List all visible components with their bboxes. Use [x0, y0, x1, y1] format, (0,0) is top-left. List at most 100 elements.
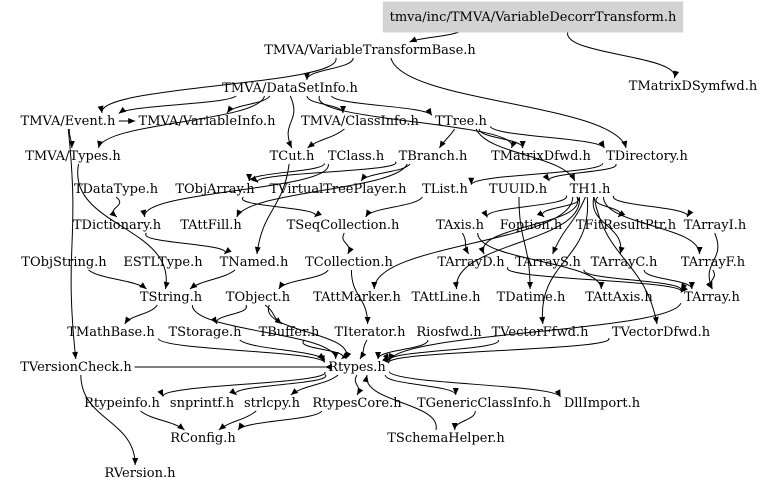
- node-rver[interactable]: RVersion.h: [105, 466, 177, 481]
- node-label: TMathBase.h: [67, 325, 155, 340]
- node-foption[interactable]: Foption.h: [500, 218, 563, 233]
- node-tuuid[interactable]: TUUID.h: [489, 182, 548, 197]
- node-tdtype[interactable]: TDataType.h: [74, 182, 159, 197]
- arrowhead-ev-to-types: [68, 141, 75, 148]
- node-tobject[interactable]: TObject.h: [226, 290, 291, 305]
- node-label: TDataType.h: [74, 182, 159, 197]
- node-label: TObject.h: [226, 290, 291, 305]
- node-tsh[interactable]: TSchemaHelper.h: [387, 431, 505, 446]
- node-tattaxis[interactable]: TAttAxis.h: [585, 290, 653, 305]
- node-ci[interactable]: TMVA/ClassInfo.h: [301, 114, 420, 129]
- node-rtcore[interactable]: RtypesCore.h: [312, 396, 402, 411]
- node-vi[interactable]: TMVA/VariableInfo.h: [139, 114, 277, 129]
- node-vtb[interactable]: TMVA/VariableTransformBase.h: [264, 43, 476, 58]
- node-label: TDatime.h: [497, 290, 566, 305]
- edge-tarrs-to-tarray: [583, 269, 682, 291]
- node-tattmark[interactable]: TAttMarker.h: [313, 290, 401, 305]
- node-tdir[interactable]: TDirectory.h: [606, 149, 688, 164]
- node-tcut[interactable]: TCut.h: [270, 149, 315, 164]
- node-riosfwd[interactable]: Riosfwd.h: [416, 325, 482, 340]
- node-tattline[interactable]: TAttLine.h: [412, 290, 482, 305]
- node-th1[interactable]: TH1.h: [570, 182, 611, 197]
- node-tarray[interactable]: TArray.h: [684, 290, 740, 305]
- node-label: Rtypeinfo.h: [84, 396, 160, 411]
- node-tvff[interactable]: TVectorFfwd.h: [492, 325, 590, 340]
- node-dsi[interactable]: TMVA/DataSetInfo.h: [222, 81, 358, 96]
- node-tarri[interactable]: TArrayI.h: [684, 218, 747, 233]
- edge-dsi-to-types: [98, 95, 265, 149]
- edge-th1-to-tarrs: [552, 196, 586, 255]
- node-mdsf[interactable]: TMatrixDSymfwd.h: [629, 79, 758, 94]
- arrowhead-tarrf-to-tarray: [705, 281, 713, 289]
- node-tcoll[interactable]: TCollection.h: [305, 255, 393, 270]
- node-tvtp[interactable]: TVirtualTreePlayer.h: [270, 182, 408, 197]
- node-tstring[interactable]: TString.h: [140, 290, 203, 305]
- node-label: TObjArray.h: [175, 182, 255, 197]
- edge-vtb-to-ev: [101, 57, 337, 114]
- node-tarrs[interactable]: TArrayS.h: [515, 255, 581, 270]
- node-rtinfo[interactable]: Rtypeinfo.h: [84, 396, 160, 411]
- node-tbuf[interactable]: TBuffer.h: [259, 325, 320, 340]
- node-rtypes[interactable]: Rtypes.h: [328, 360, 386, 375]
- node-snpr[interactable]: snprintf.h: [170, 396, 235, 411]
- node-tarrf[interactable]: TArrayF.h: [681, 255, 746, 270]
- arrowhead-vtb-to-dsi: [303, 73, 310, 80]
- arrowhead-tlist-to-tseqc: [365, 209, 372, 217]
- edge-rtypes-to-strlcpy: [290, 374, 339, 396]
- node-tobjstr[interactable]: TObjString.h: [21, 255, 107, 270]
- arrowhead-root-to-vtb: [409, 36, 418, 43]
- node-tmdf[interactable]: TMatrixDfwd.h: [491, 149, 591, 164]
- node-tgci[interactable]: TGenericClassInfo.h: [417, 396, 552, 411]
- node-tnamed[interactable]: TNamed.h: [220, 255, 289, 270]
- edge-tsh-to-rtypes: [366, 374, 437, 431]
- node-label: TMatrixDSymfwd.h: [629, 79, 758, 94]
- node-ev[interactable]: TMVA/Event.h: [21, 114, 117, 129]
- node-tarrd[interactable]: TArrayD.h: [437, 255, 505, 270]
- node-tattfill[interactable]: TAttFill.h: [180, 218, 242, 233]
- node-tdatime[interactable]: TDatime.h: [497, 290, 566, 305]
- node-ttree[interactable]: TTree.h: [435, 114, 487, 129]
- node-label: TCut.h: [270, 149, 315, 164]
- node-label: TCollection.h: [305, 255, 393, 270]
- arrowhead-th1-to-taxis: [481, 209, 488, 218]
- edge-rtypes-to-dllimp: [388, 371, 561, 398]
- arrowhead-rtypes-to-dllimp: [554, 389, 561, 397]
- arrowhead-th1-to-tvff: [539, 316, 546, 324]
- node-tbranch[interactable]: TBranch.h: [399, 149, 468, 164]
- arrowhead-tbranch-to-tobjarr: [250, 175, 258, 183]
- edge-th1-to-taxis: [486, 195, 567, 218]
- node-tfrp[interactable]: TFitResultPtr.h: [576, 218, 677, 233]
- edge-dsi-to-ttree: [331, 95, 433, 116]
- node-titer[interactable]: TIterator.h: [334, 325, 406, 340]
- edge-tdir-to-tlist: [470, 162, 604, 186]
- node-tlist[interactable]: TList.h: [422, 182, 468, 197]
- node-rconf[interactable]: RConfig.h: [170, 431, 236, 446]
- edge-tbranch-to-tobjarr: [257, 161, 396, 183]
- arrowhead-tarrd-to-tarray: [680, 285, 688, 293]
- node-tobjarr[interactable]: TObjArray.h: [175, 182, 255, 197]
- node-label: RVersion.h: [105, 466, 177, 481]
- edge-tarrc-to-tarray: [643, 269, 693, 290]
- node-tarrc[interactable]: TArrayC.h: [591, 255, 658, 270]
- edge-dsi-to-tcut: [287, 95, 295, 149]
- node-types[interactable]: TMVA/Types.h: [25, 149, 121, 164]
- node-tseqc[interactable]: TSeqCollection.h: [287, 218, 400, 233]
- node-tmathb[interactable]: TMathBase.h: [67, 325, 155, 340]
- node-dllimp[interactable]: DllImport.h: [564, 396, 641, 411]
- node-taxis[interactable]: TAxis.h: [436, 218, 485, 233]
- node-tvdf[interactable]: TVectorDfwd.h: [612, 325, 711, 340]
- arrowhead-strlcpy-to-rconf: [218, 423, 227, 430]
- node-tclass[interactable]: TClass.h: [328, 149, 385, 164]
- node-estl[interactable]: ESTLType.h: [123, 255, 203, 270]
- edge-tvc-to-rver: [80, 374, 136, 466]
- node-strlcpy[interactable]: strlcpy.h: [244, 396, 301, 411]
- node-tdict[interactable]: TDictionary.h: [73, 218, 162, 233]
- node-label: TClass.h: [328, 149, 385, 164]
- edge-dsi-to-ev: [118, 95, 237, 114]
- node-tstor[interactable]: TStorage.h: [168, 325, 242, 340]
- arrowhead-ci-to-tcut: [307, 141, 315, 148]
- node-tvc[interactable]: TVersionCheck.h: [20, 360, 132, 375]
- node-label: TUUID.h: [489, 182, 548, 197]
- node-label: TMVA/VariableTransformBase.h: [264, 43, 476, 58]
- edge-th1-to-tarrf: [602, 196, 701, 255]
